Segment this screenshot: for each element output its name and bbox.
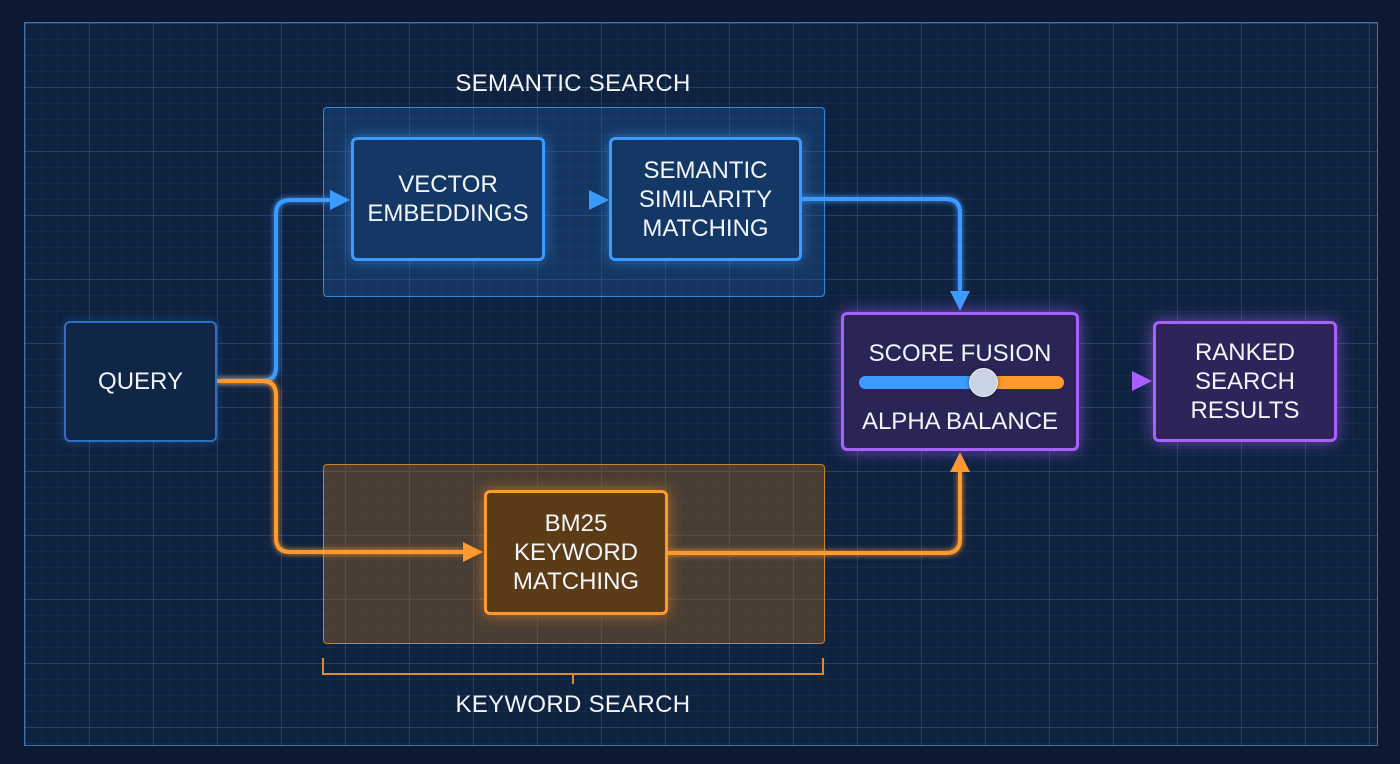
alpha-balance-label: ALPHA BALANCE: [861, 408, 1059, 435]
connector-query-to-bm25: [217, 379, 463, 554]
arrowhead-to-bm25: [463, 542, 483, 562]
vector-embeddings-label: VECTOR EMBEDDINGS: [367, 171, 529, 227]
query-label: QUERY: [98, 368, 183, 395]
keyword-bracket: [322, 658, 824, 684]
semantic-similarity-label: SEMANTIC SIMILARITY MATCHING: [638, 156, 773, 242]
semantic-similarity-node: SEMANTIC SIMILARITY MATCHING: [609, 137, 802, 261]
query-node: QUERY: [64, 321, 217, 442]
bm25-keyword-node: BM25 KEYWORD MATCHING: [484, 490, 668, 615]
keyword-search-title: KEYWORD SEARCH: [455, 691, 691, 718]
alpha-slider-thumb: [968, 368, 998, 397]
vector-embeddings-node: VECTOR EMBEDDINGS: [351, 137, 545, 261]
bm25-keyword-label: BM25 KEYWORD MATCHING: [512, 510, 640, 595]
arrowhead-to-similarity: [589, 190, 609, 210]
arrowhead-to-vector: [330, 190, 350, 210]
score-fusion-title: SCORE FUSION: [868, 340, 1052, 367]
ranked-results-label: RANKED SEARCH RESULTS: [1190, 339, 1300, 424]
alpha-slider-track: [859, 376, 1064, 389]
arrowhead-into-fusion-bottom: [950, 452, 970, 472]
score-fusion-node: SCORE FUSION ALPHA BALANCE: [841, 312, 1079, 451]
arrowhead-to-ranked: [1132, 371, 1152, 391]
arrowhead-into-fusion-top: [950, 291, 970, 311]
connector-query-to-vector: [217, 198, 330, 383]
ranked-results-node: RANKED SEARCH RESULTS: [1153, 321, 1337, 442]
semantic-search-title: SEMANTIC SEARCH: [455, 70, 691, 97]
connector-similarity-to-fusion: [802, 197, 962, 292]
connector-bm25-to-fusion: [668, 472, 962, 555]
